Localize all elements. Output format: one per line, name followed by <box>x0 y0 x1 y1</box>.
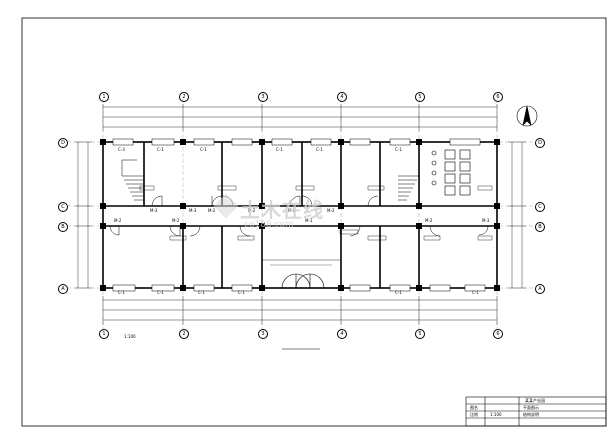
door-label: M-2 <box>172 218 180 223</box>
door-label: M-3 <box>150 208 158 213</box>
axis-bubble: C <box>58 202 68 212</box>
axis-bubble: 5 <box>415 329 425 339</box>
door-label: M-2 <box>327 208 335 213</box>
scale-value: 1:100 <box>490 412 502 417</box>
axis-bubble: 2 <box>179 92 189 102</box>
door-label: M-2 <box>248 208 256 213</box>
scale-label: 比例 <box>470 412 478 417</box>
room-label: C-1 <box>472 290 479 295</box>
axis-bubble: 1 <box>99 329 109 339</box>
drawing-name-value: 平面图示 <box>523 405 539 410</box>
axis-bubble: 4 <box>337 329 347 339</box>
windows <box>112 138 486 292</box>
room-label: C-1 <box>200 147 207 152</box>
structure-note: 结构说明 <box>523 412 539 417</box>
watermark-text: 土木在线 co188.com <box>240 200 324 230</box>
axis-bubble: A <box>58 284 68 294</box>
axis-bubble: 5 <box>415 92 425 102</box>
room-label: C-1 <box>157 290 164 295</box>
room-label: C-1 <box>395 147 402 152</box>
axis-bubble: 6 <box>493 329 503 339</box>
room-label: C-1 <box>198 290 205 295</box>
axis-bubble: 1 <box>99 92 109 102</box>
axis-bubble: A <box>535 284 545 294</box>
door-label: M-3 <box>189 208 197 213</box>
room-label: C-1 <box>238 290 245 295</box>
entrance-doors <box>261 259 342 289</box>
axis-bubble: B <box>535 222 545 232</box>
door-label: M-2 <box>208 208 216 213</box>
room-label: C-1 <box>316 147 323 152</box>
axis-bubble: 3 <box>258 329 268 339</box>
room-label: C-3 <box>118 147 125 152</box>
sheet-border <box>21 17 607 427</box>
stair-left <box>121 159 144 201</box>
axis-bubble: 3 <box>258 92 268 102</box>
top-dimension-lines <box>102 104 498 131</box>
north-arrow-icon <box>516 105 538 127</box>
toilet-fixtures <box>431 149 471 196</box>
axis-bubble: D <box>535 138 545 148</box>
room-label: C-1 <box>395 290 402 295</box>
door-label: M-2 <box>288 208 296 213</box>
title-block <box>465 396 607 427</box>
bottom-dimension-lines <box>102 296 498 325</box>
stair-right <box>398 175 419 201</box>
axis-bubble: 4 <box>337 92 347 102</box>
axis-bubble: C <box>535 202 545 212</box>
axis-bubble: B <box>58 222 68 232</box>
axis-bubble: 6 <box>493 92 503 102</box>
room-label: C-1 <box>276 147 283 152</box>
annotation-bars <box>139 185 493 241</box>
axis-bubble: 2 <box>179 329 189 339</box>
watermark-logo-icon <box>213 193 239 219</box>
door-label: M-2 <box>114 218 122 223</box>
watermark-en: co188.com <box>244 220 294 230</box>
watermark <box>213 193 239 219</box>
door-label: M-3 <box>482 218 490 223</box>
door-label: M-2 <box>425 218 433 223</box>
watermark-cn: 土木在线 <box>240 198 324 222</box>
door-label: M-1 <box>305 218 313 223</box>
drawing-name-label: 图名 <box>470 405 478 410</box>
room-label: C-1 <box>157 147 164 152</box>
project-name: 某某产业园 <box>525 398 545 403</box>
room-label: C-1 <box>118 290 125 295</box>
axis-bubble: D <box>58 138 68 148</box>
scale-note: 1:100 <box>124 334 136 339</box>
